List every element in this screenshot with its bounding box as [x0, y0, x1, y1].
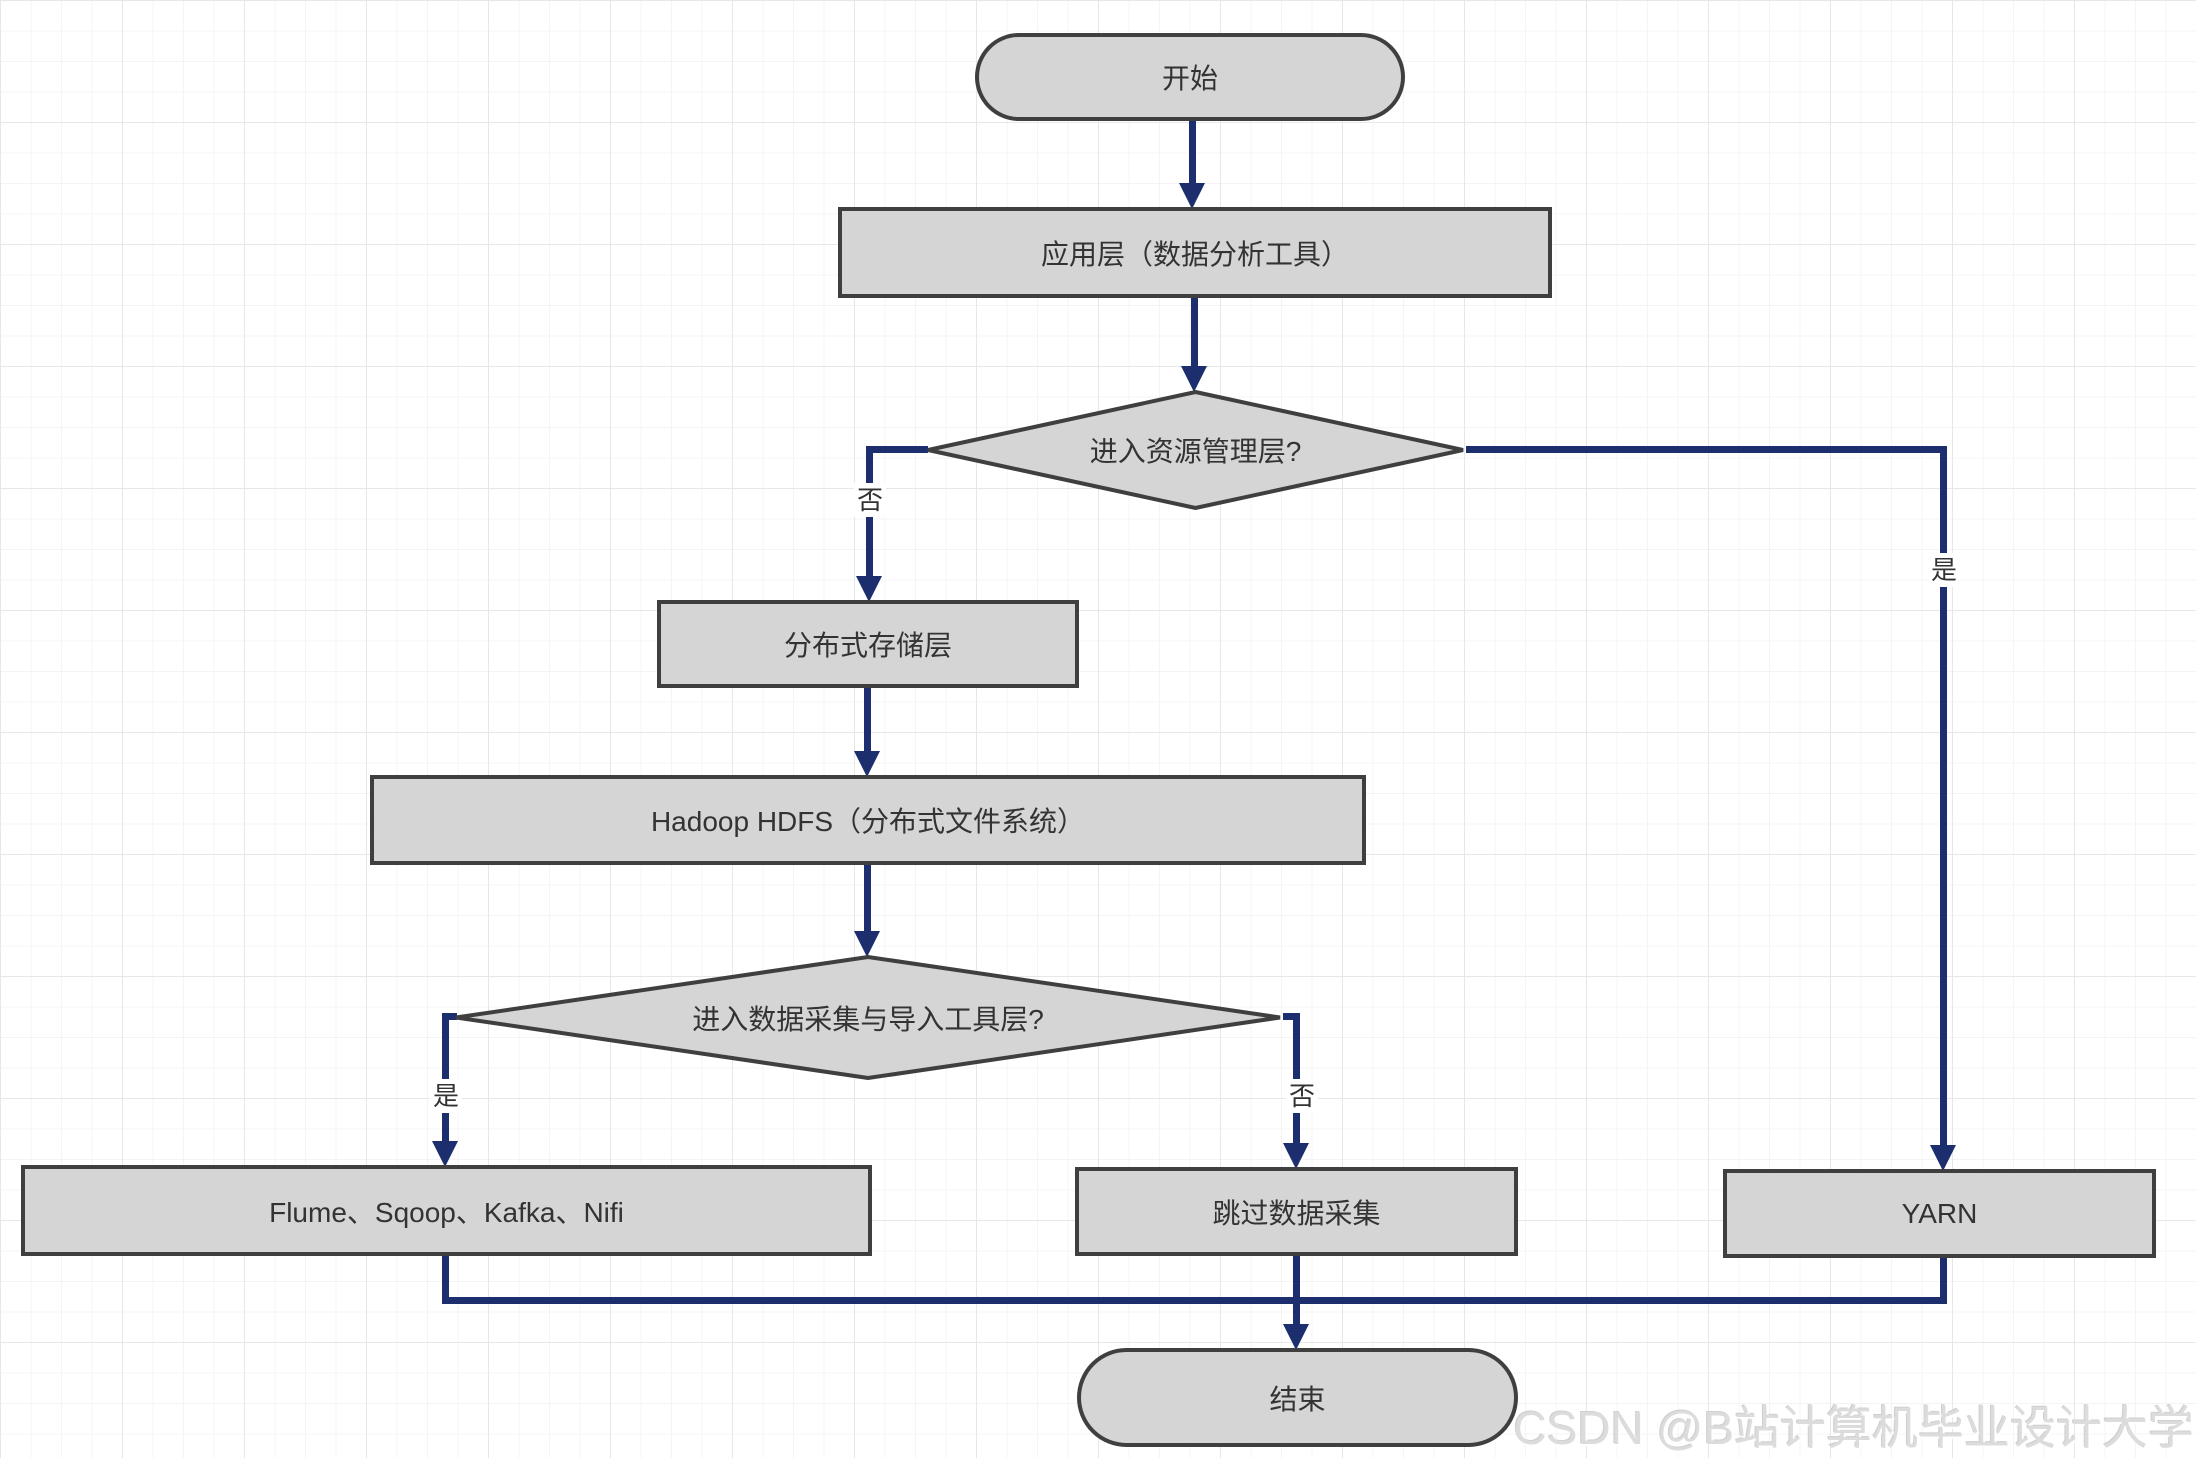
diamond-shape-resource	[927, 390, 1464, 510]
node-start: 开始	[975, 33, 1405, 121]
arrowhead-app-to-decision1	[1181, 366, 1207, 392]
arrowhead-skip-to-end	[1283, 1324, 1309, 1350]
edge-label-no-ingest: 否	[1285, 1079, 1319, 1113]
edge-start-to-app	[1189, 118, 1196, 188]
edge-decision2-yes-h	[442, 1013, 457, 1020]
arrowhead-hdfs-to-decision2	[854, 931, 880, 957]
watermark: CSDN @B站计算机毕业设计大学	[1513, 1402, 2195, 1454]
node-storage-layer-label: 分布式存储层	[783, 630, 952, 661]
edge-storage-to-hdfs	[864, 688, 871, 753]
edge-label-yes-ingest: 是	[429, 1079, 463, 1113]
node-start-label: 开始	[1161, 63, 1218, 94]
node-end-label: 结束	[1269, 1383, 1326, 1415]
arrowhead-start-to-app	[1179, 183, 1205, 209]
node-hdfs-label: Hadoop HDFS（分布式文件系统）	[650, 806, 1086, 837]
node-storage-layer: 分布式存储层	[657, 600, 1079, 688]
arrowhead-decision1-to-yarn	[1930, 1145, 1956, 1171]
node-ingest-tools-label: Flume、Sqoop、Kafka、Nifi	[269, 1196, 624, 1228]
edge-decision1-no-h	[866, 446, 928, 453]
node-end: 结束	[1077, 1348, 1518, 1447]
arrowhead-decision2-to-skip	[1283, 1143, 1309, 1169]
edge-skip-to-end	[1293, 1256, 1300, 1326]
node-decision-resource-label: 进入资源管理层?	[1089, 436, 1302, 467]
edge-bottom-rail	[442, 1297, 1947, 1304]
arrowhead-decision1-to-storage	[856, 576, 882, 602]
node-app-layer-label: 应用层（数据分析工具）	[1040, 238, 1349, 270]
edge-hdfs-to-decision2	[864, 865, 871, 933]
node-skip-ingest: 跳过数据采集	[1075, 1167, 1518, 1256]
arrowhead-decision2-to-ingest	[432, 1141, 458, 1167]
node-hdfs: Hadoop HDFS（分布式文件系统）	[370, 775, 1366, 865]
edge-decision1-yes-v	[1940, 446, 1947, 1147]
edge-app-to-decision1	[1191, 298, 1198, 368]
diamond-shape-ingest	[455, 955, 1281, 1080]
node-decision-ingest: 进入数据采集与导入工具层?	[453, 955, 1283, 1080]
edge-decision2-yes-v	[442, 1013, 449, 1143]
edge-label-yes-resource: 是	[1927, 553, 1961, 587]
node-skip-ingest-label: 跳过数据采集	[1212, 1197, 1381, 1229]
node-app-layer: 应用层（数据分析工具）	[838, 207, 1552, 298]
edge-decision1-yes-h	[1466, 446, 1947, 453]
node-ingest-tools: Flume、Sqoop、Kafka、Nifi	[21, 1165, 872, 1256]
node-yarn: YARN	[1723, 1169, 2156, 1258]
node-decision-ingest-label: 进入数据采集与导入工具层?	[692, 1003, 1044, 1035]
edge-label-no-resource: 否	[853, 483, 887, 517]
node-decision-resource: 进入资源管理层?	[925, 390, 1466, 510]
node-yarn-label: YARN	[1901, 1197, 1978, 1229]
edge-decision2-no-h	[1283, 1013, 1300, 1020]
edge-yarn-out-v	[1940, 1258, 1947, 1304]
edge-ingest-out-v	[442, 1256, 449, 1304]
arrowhead-storage-to-hdfs	[854, 751, 880, 777]
